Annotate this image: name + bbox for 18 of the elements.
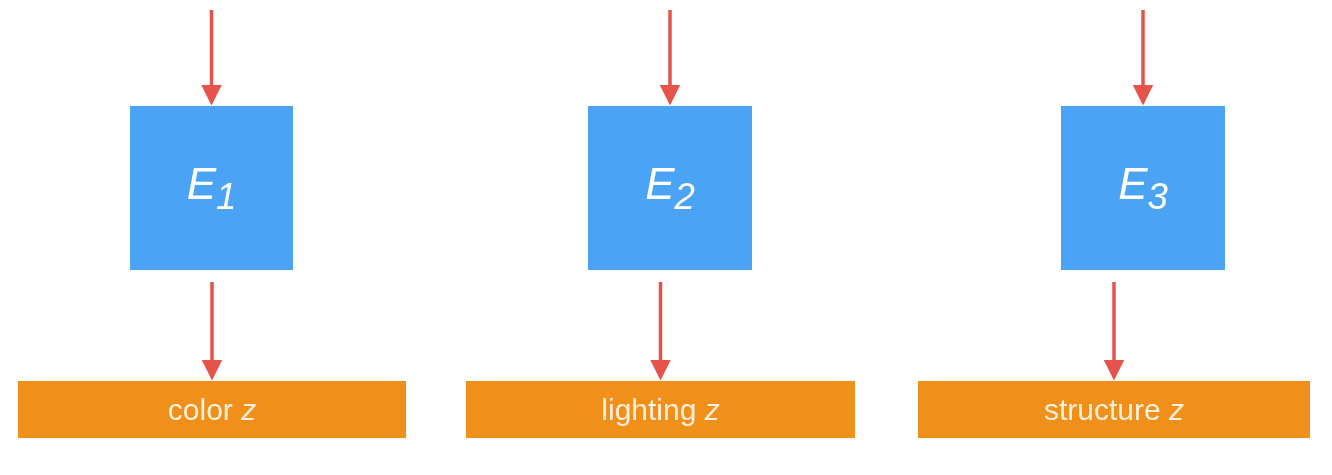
code-box bbox=[18, 381, 406, 438]
code-box bbox=[466, 381, 855, 438]
arrow bbox=[201, 282, 223, 381]
node-label: E$_{3}$ bbox=[1118, 158, 1168, 218]
arrow bbox=[1132, 10, 1154, 106]
code-box bbox=[918, 381, 1310, 438]
node-label: structure z bbox=[1043, 392, 1184, 427]
encoder-box bbox=[588, 106, 752, 270]
arrow bbox=[650, 282, 671, 381]
arrow bbox=[1103, 282, 1125, 381]
arrow bbox=[201, 10, 222, 106]
node-label: lighting z bbox=[601, 392, 720, 427]
node-label: E$_{2}$ bbox=[645, 158, 695, 218]
encoder-box bbox=[1061, 106, 1225, 270]
encoder-box bbox=[130, 106, 293, 270]
node-label: color z bbox=[167, 392, 257, 427]
node-label: E$_{1}$ bbox=[186, 158, 237, 218]
arrow bbox=[659, 10, 681, 106]
